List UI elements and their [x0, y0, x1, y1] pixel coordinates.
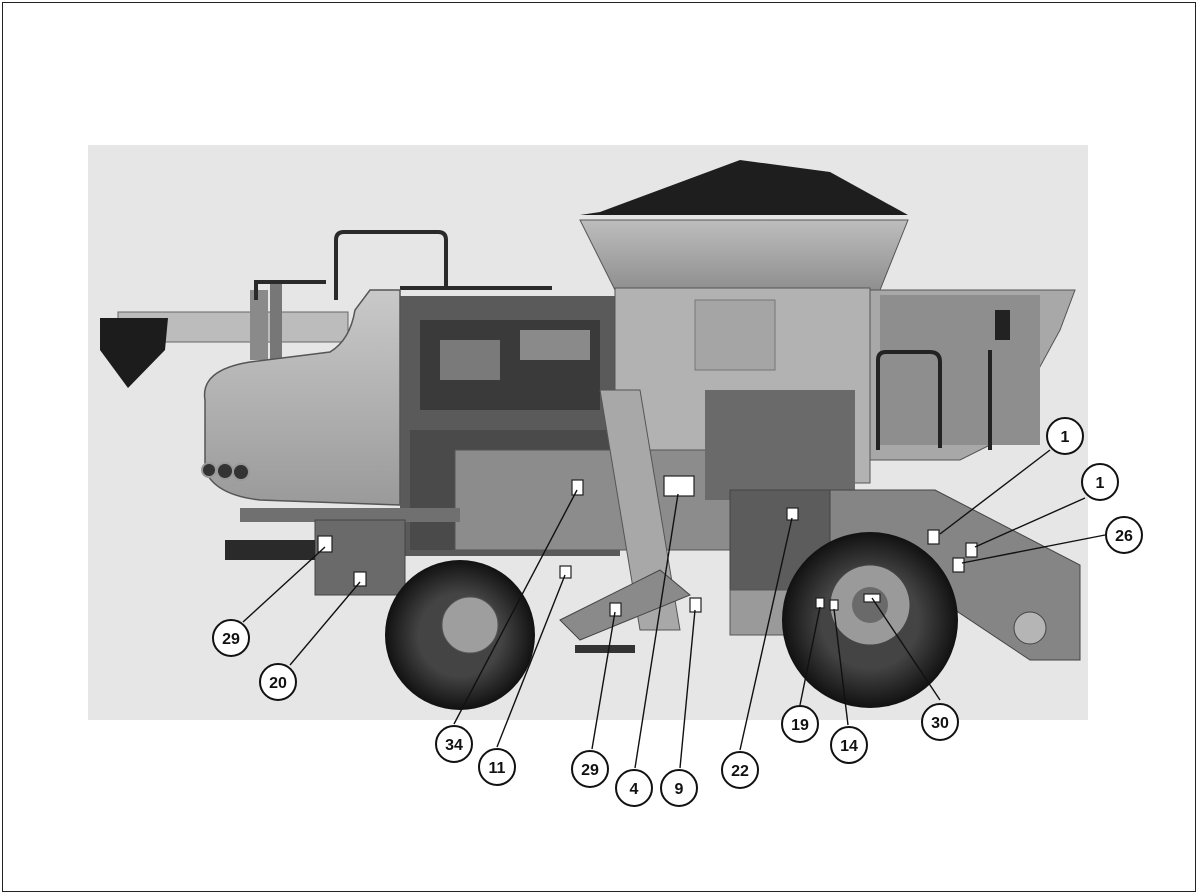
callout-label: 9 — [675, 781, 684, 798]
rear-wheel — [385, 560, 535, 710]
callout-1a: 1 — [1046, 417, 1084, 455]
threshing-body — [454, 389, 1081, 661]
drive-hub — [1013, 611, 1047, 645]
callout-20: 20 — [259, 663, 297, 701]
decal-marker — [786, 507, 799, 521]
rear-engine-hood — [203, 289, 401, 506]
operator-cab-area — [869, 289, 1076, 461]
decal-marker — [927, 529, 940, 545]
decal-marker — [829, 599, 839, 611]
tail-lights — [201, 462, 250, 481]
decal-marker — [353, 571, 367, 587]
callout-label: 29 — [581, 762, 599, 779]
callout-9: 9 — [660, 769, 698, 807]
callout-34: 34 — [435, 725, 473, 763]
callout-22: 22 — [721, 751, 759, 789]
callout-label: 34 — [445, 737, 463, 754]
callout-26: 26 — [1105, 516, 1143, 554]
callout-label: 30 — [931, 715, 949, 732]
callout-19: 19 — [781, 705, 819, 743]
callout-label: 14 — [840, 738, 858, 755]
callout-label: 20 — [269, 675, 287, 692]
callouts: 1 1 26 29 20 34 11 29 4 9 22 19 14 30 — [212, 417, 1143, 807]
callout-1b: 1 — [1081, 463, 1119, 501]
decal-marker — [571, 479, 584, 496]
callout-label: 19 — [791, 717, 809, 734]
callout-label: 29 — [222, 631, 240, 648]
unloading-auger — [100, 283, 349, 388]
callout-label: 4 — [630, 781, 639, 798]
top-handrail — [254, 230, 552, 300]
callout-label: 26 — [1115, 528, 1133, 545]
decal-marker — [559, 565, 572, 579]
decal-marker — [689, 597, 702, 613]
leader-lines — [242, 449, 1106, 769]
decal-markers — [317, 475, 978, 617]
callout-label: 1 — [1096, 475, 1105, 492]
decal-marker — [317, 535, 333, 553]
front-wheel — [782, 532, 958, 708]
callout-label: 11 — [489, 760, 506, 777]
decal-marker — [663, 475, 695, 497]
callout-4: 4 — [615, 769, 653, 807]
decal-marker — [965, 542, 978, 558]
callout-29-left: 29 — [212, 619, 250, 657]
callout-label: 1 — [1061, 429, 1070, 446]
decal-marker — [609, 602, 622, 617]
callout-11: 11 — [478, 748, 516, 786]
decal-marker — [815, 597, 825, 609]
decal-marker — [952, 557, 965, 573]
callout-14: 14 — [830, 726, 868, 764]
callout-29-center: 29 — [571, 750, 609, 788]
callout-label: 22 — [731, 763, 749, 780]
callout-30: 30 — [921, 703, 959, 741]
